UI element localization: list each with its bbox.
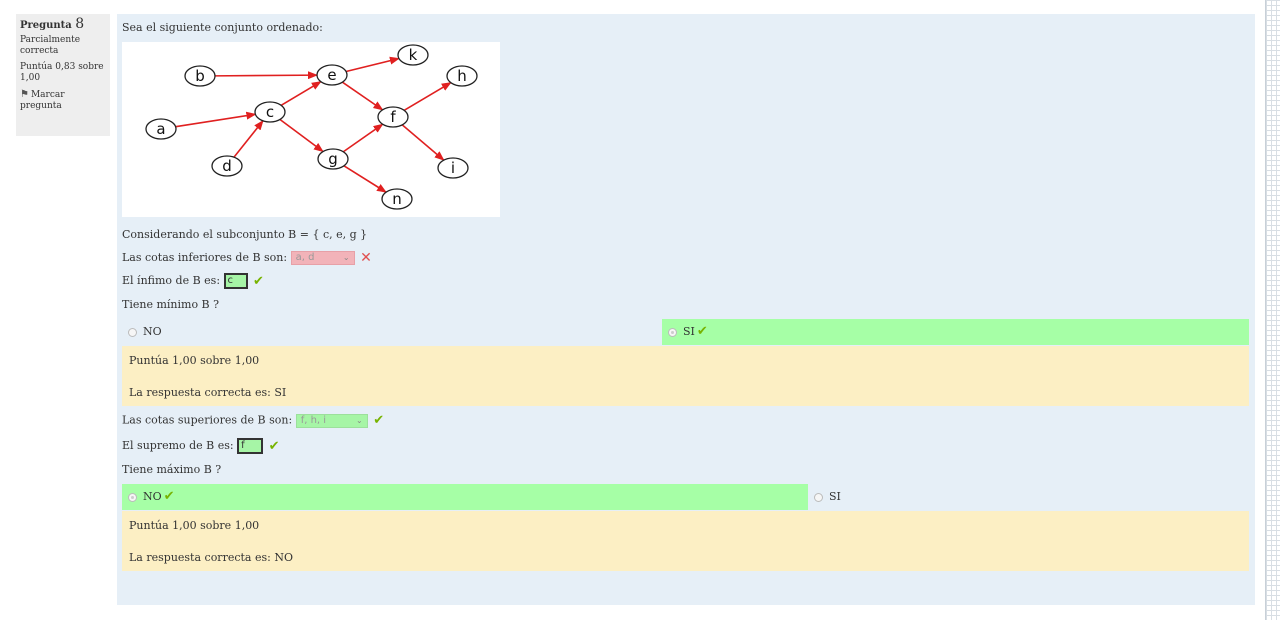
question-grade: Puntúa 0,83 sobre 1,00 — [20, 62, 104, 83]
edge-d-c — [233, 120, 264, 158]
incorrect-icon: ✕ — [360, 250, 372, 266]
flag-icon: ⚑ — [20, 89, 29, 100]
edge-e-f — [341, 81, 384, 111]
page-edge-grid — [1265, 0, 1280, 620]
node-label: c — [266, 103, 274, 121]
edge-g-f — [342, 123, 384, 153]
correct-check-icon: ✔ — [373, 413, 385, 428]
option-label: SI — [683, 325, 695, 338]
feedback-correct-answer: La respuesta correcta es: SI — [129, 386, 287, 399]
node-label: h — [457, 67, 467, 85]
radio-button[interactable] — [814, 492, 823, 502]
node-label: k — [409, 46, 418, 64]
has-maximum-question: Tiene máximo B ? — [122, 463, 222, 476]
subset-statement: Considerando el subconjunto B = { c, e, … — [122, 228, 368, 241]
correct-check-icon: ✔ — [253, 273, 264, 289]
node-c: c — [254, 101, 286, 123]
max-option-no[interactable]: NO✔ — [122, 484, 808, 510]
feedback-score: Puntúa 1,00 sobre 1,00 — [129, 519, 260, 532]
upper-bounds-row: Las cotas superiores de B son: f, h, i ⌄… — [122, 413, 384, 428]
minimum-options: NO SI✔ — [122, 319, 1249, 345]
chevron-down-icon: ⌄ — [355, 415, 363, 425]
infimum-row: El ínfimo de B es: c ✔ — [122, 273, 264, 289]
lower-bounds-row: Las cotas inferiores de B son: a, d ⌄ ✕ — [122, 250, 372, 266]
hasse-diagram: a b c d e f g h i k n — [145, 44, 478, 210]
ordered-set-diagram: a b c d e f g h i k n — [122, 42, 500, 217]
lower-bounds-selected-value: a, d — [295, 252, 315, 263]
option-label: SI — [829, 490, 841, 503]
node-e: e — [316, 64, 348, 86]
has-minimum-question: Tiene mínimo B ? — [122, 298, 220, 311]
edge-f-h — [403, 81, 452, 112]
supremum-row: El supremo de B es: f ✔ — [122, 438, 280, 454]
chevron-down-icon: ⌄ — [342, 253, 350, 262]
node-g: g — [317, 148, 349, 170]
feedback-correct-answer: La respuesta correcta es: NO — [129, 551, 293, 564]
node-a: a — [145, 118, 177, 140]
infimum-label: El ínfimo de B es: — [122, 274, 221, 287]
option-label: NO — [143, 325, 162, 338]
node-i: i — [437, 157, 469, 179]
node-label: d — [222, 157, 232, 175]
min-option-no[interactable]: NO — [122, 319, 662, 345]
question-state: Parcialmente correcta — [20, 35, 81, 56]
node-f: f — [377, 106, 409, 128]
question-content: Sea el siguiente conjunto ordenado: a b c d… — [117, 14, 1255, 605]
upper-bounds-select[interactable]: f, h, i ⌄ — [295, 413, 368, 428]
node-label: n — [392, 190, 402, 208]
edge-a-c — [175, 111, 257, 128]
node-label: g — [328, 150, 338, 168]
radio-button[interactable] — [128, 327, 137, 337]
flag-question-label: Marcar pregunta — [20, 90, 65, 111]
max-option-si[interactable]: SI — [808, 484, 1249, 510]
min-option-si[interactable]: SI✔ — [662, 319, 1249, 345]
node-label: e — [327, 66, 336, 84]
node-b: b — [184, 65, 216, 87]
node-h: h — [446, 65, 478, 87]
node-k: k — [397, 44, 429, 66]
diagram-nodes: a b c d e f g h i k n — [145, 44, 478, 210]
lower-bounds-label: Las cotas inferiores de B son: — [122, 251, 288, 264]
node-d: d — [211, 155, 243, 177]
lower-bounds-select[interactable]: a, d ⌄ — [290, 251, 355, 265]
correct-check-icon: ✔ — [163, 489, 175, 504]
correct-check-icon: ✔ — [696, 324, 708, 339]
flag-question-link[interactable]: ⚑Marcar pregunta — [20, 89, 106, 112]
maximum-feedback: Puntúa 1,00 sobre 1,00 La respuesta corr… — [122, 511, 1249, 571]
minimum-feedback: Puntúa 1,00 sobre 1,00 La respuesta corr… — [122, 346, 1249, 406]
node-label: f — [390, 108, 396, 126]
infimum-input[interactable]: c — [223, 273, 248, 289]
diagram-edges — [175, 56, 452, 193]
supremum-label: El supremo de B es: — [122, 439, 234, 452]
question-intro: Sea el siguiente conjunto ordenado: — [122, 21, 323, 34]
edge-f-i — [401, 124, 445, 161]
correct-check-icon: ✔ — [268, 438, 280, 454]
supremum-input[interactable]: f — [237, 438, 264, 454]
node-label: i — [451, 159, 455, 177]
maximum-options: NO✔ SI — [122, 484, 1249, 510]
edge-c-e — [280, 80, 322, 107]
edge-c-g — [279, 118, 324, 153]
upper-bounds-selected-value: f, h, i — [300, 414, 327, 426]
option-label: NO — [143, 490, 162, 503]
question-info-panel: Pregunta 8 Parcialmente correcta Puntúa … — [16, 14, 110, 136]
radio-button-selected[interactable] — [128, 492, 137, 502]
edge-e-k — [345, 56, 400, 73]
feedback-score: Puntúa 1,00 sobre 1,00 — [129, 354, 260, 367]
node-n: n — [381, 188, 413, 210]
question-number: Pregunta 8 — [20, 16, 85, 32]
radio-button-selected[interactable] — [668, 327, 677, 337]
node-label: a — [156, 120, 165, 138]
upper-bounds-label: Las cotas superiores de B son: — [122, 413, 293, 427]
edge-b-e — [214, 71, 319, 80]
edge-g-n — [343, 165, 387, 193]
node-label: b — [195, 67, 205, 85]
